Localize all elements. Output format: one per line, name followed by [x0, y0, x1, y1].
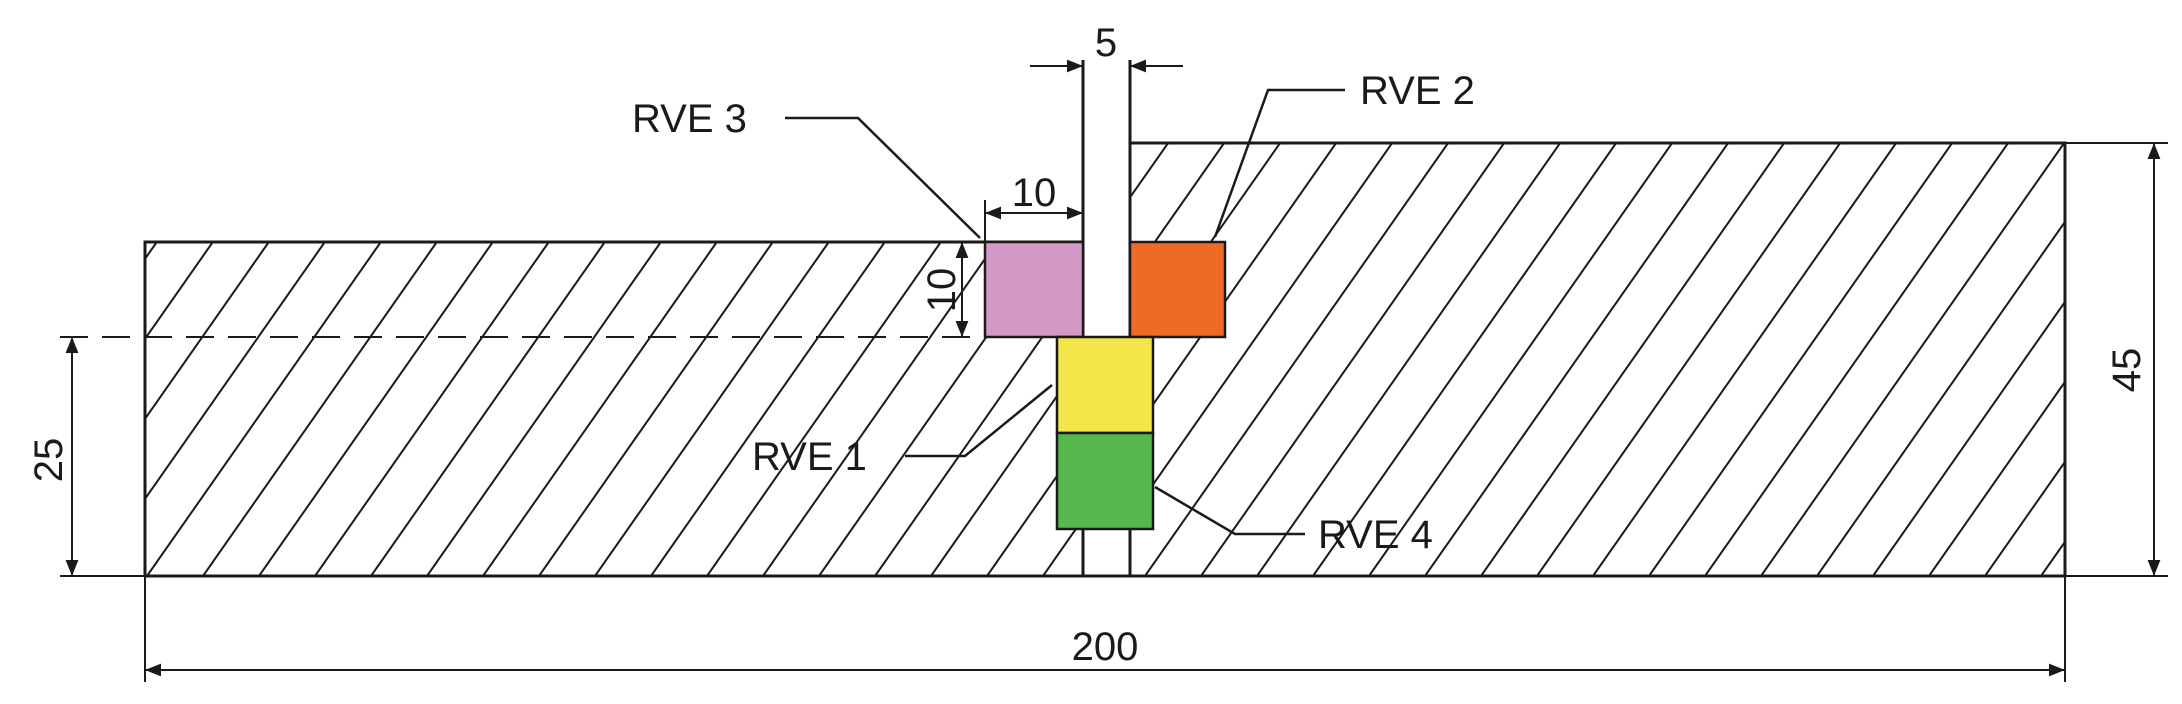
leader-rve-3: RVE 3 [632, 97, 981, 239]
rve-3-square [983, 240, 1085, 339]
hatch-line [1144, 143, 1449, 576]
hatch-line [1648, 143, 1953, 576]
dimension-rve-width: 10 [984, 171, 1083, 242]
dim-rve-height-text: 10 [920, 268, 964, 313]
hatch-line [1480, 143, 1785, 576]
hatch-line [1872, 299, 2065, 576]
hatch-line [1130, 143, 1225, 280]
hatch-line [1368, 143, 1673, 576]
rve-4-square [1055, 431, 1155, 531]
hatch-line [1256, 143, 1561, 576]
hatch-line [1760, 143, 2065, 576]
hatch-line [1200, 143, 1505, 576]
hatch-line [1312, 143, 1617, 576]
hatch-line [145, 242, 158, 261]
leader-rve-4: RVE 4 [1154, 485, 1433, 557]
hatch-line [986, 428, 1089, 576]
dim-right-height-text: 45 [2105, 348, 2149, 393]
label-rve-4: RVE 4 [1318, 513, 1433, 557]
right-block-hatching [697, 143, 2182, 576]
hatch-line [753, 143, 1056, 576]
label-rve-3: RVE 3 [632, 97, 747, 141]
dim-rve-width-text: 10 [1012, 171, 1057, 215]
hatch-line [314, 242, 550, 576]
dim-slot-width-text: 5 [1095, 21, 1117, 65]
hatch-line [1536, 143, 1841, 576]
rve-1-square [1055, 335, 1155, 435]
hatch-line [258, 242, 494, 576]
hatch-line [1704, 143, 2009, 576]
hatch-line [145, 242, 326, 501]
hatch-line [426, 242, 662, 576]
hatch-line [2153, 143, 2182, 576]
leader-rve-2: RVE 2 [1213, 69, 1475, 238]
leader-rve-1: RVE 1 [752, 384, 1053, 479]
hatch-line [697, 143, 1000, 576]
dimension-total-length: 200 [144, 576, 2066, 682]
hatch-line [482, 242, 718, 576]
hatch-line [1984, 459, 2065, 576]
dimension-right-height: 45 [2065, 142, 2168, 577]
label-rve-2: RVE 2 [1360, 69, 1475, 113]
hatch-line [1816, 219, 2065, 576]
hatch-line [650, 242, 886, 576]
dim-total-length-text: 200 [1072, 625, 1139, 669]
hatch-line [930, 348, 1089, 576]
hatch-line [1928, 379, 2065, 576]
hatch-line [202, 242, 438, 576]
dimension-left-height: 25 [27, 337, 145, 577]
dim-left-height-text: 25 [27, 438, 71, 483]
rve-2-square [1128, 240, 1227, 339]
hatch-line [145, 242, 214, 341]
hatch-line [370, 242, 606, 576]
hatch-line [594, 242, 830, 576]
hatch-line [0, 242, 45, 576]
hatch-line [1592, 143, 1897, 576]
hatch-line [1130, 143, 1337, 440]
hatch-line [0, 242, 101, 576]
hatch-line [1424, 143, 1729, 576]
hatch-line [1130, 143, 1281, 360]
label-rve-1: RVE 1 [752, 435, 867, 479]
hatch-line [145, 242, 270, 421]
hatch-line [538, 242, 774, 576]
dimension-slot-width: 5 [1030, 21, 1183, 73]
hatch-line [146, 242, 382, 576]
hatch-line [706, 242, 942, 576]
dimension-rve-height: 10 [920, 242, 969, 337]
